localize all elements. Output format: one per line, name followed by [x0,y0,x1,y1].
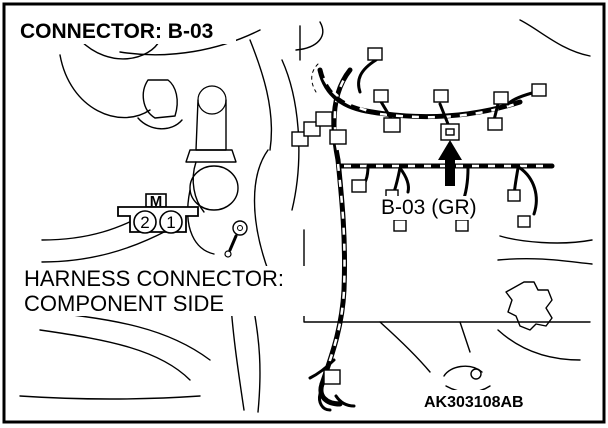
connector-icon [323,369,341,385]
connector-icon [367,47,383,61]
figure-code: AK303108AB [424,394,524,411]
connector-icon [487,117,503,131]
harness-connectors [291,47,547,385]
connector-icon [373,89,389,103]
connector-icon [433,89,449,103]
pin-1-circle [159,210,183,234]
connector-icon [329,129,347,145]
diagram-border [2,2,606,424]
b03-callout-label: B-03 (GR) [381,196,477,219]
connector-icon [455,219,469,232]
connector-icon [531,83,547,97]
diagram-title: CONNECTOR: B-03 [20,20,213,43]
wiring-harness [308,58,555,412]
connector-face-symbol: M 2 1 [117,193,199,234]
pin-2-label: 2 [140,213,149,232]
b03-callout-arrow [438,140,462,186]
connector-icon [383,117,401,133]
connector-icon [507,189,521,202]
connector-icon [351,179,367,193]
pin-1-label: 1 [166,213,175,232]
harness-label-backdrop [20,266,316,316]
connector-icon [315,111,333,127]
connector-icon [493,91,509,105]
harness-label-line1: HARNESS CONNECTOR: [24,266,284,291]
harness-label-line2: COMPONENT SIDE [24,291,224,316]
callout-label-backdrop [378,196,484,220]
connector-body-outline [117,206,199,233]
engine-background [19,19,593,413]
pin-2-circle [133,210,157,234]
ground-terminal-icon [232,220,248,236]
connector-icon [517,215,531,228]
connector-key-label: M [150,193,163,210]
title-backdrop [14,14,236,44]
connector-icon [393,219,407,232]
figure-code-backdrop [420,390,550,412]
